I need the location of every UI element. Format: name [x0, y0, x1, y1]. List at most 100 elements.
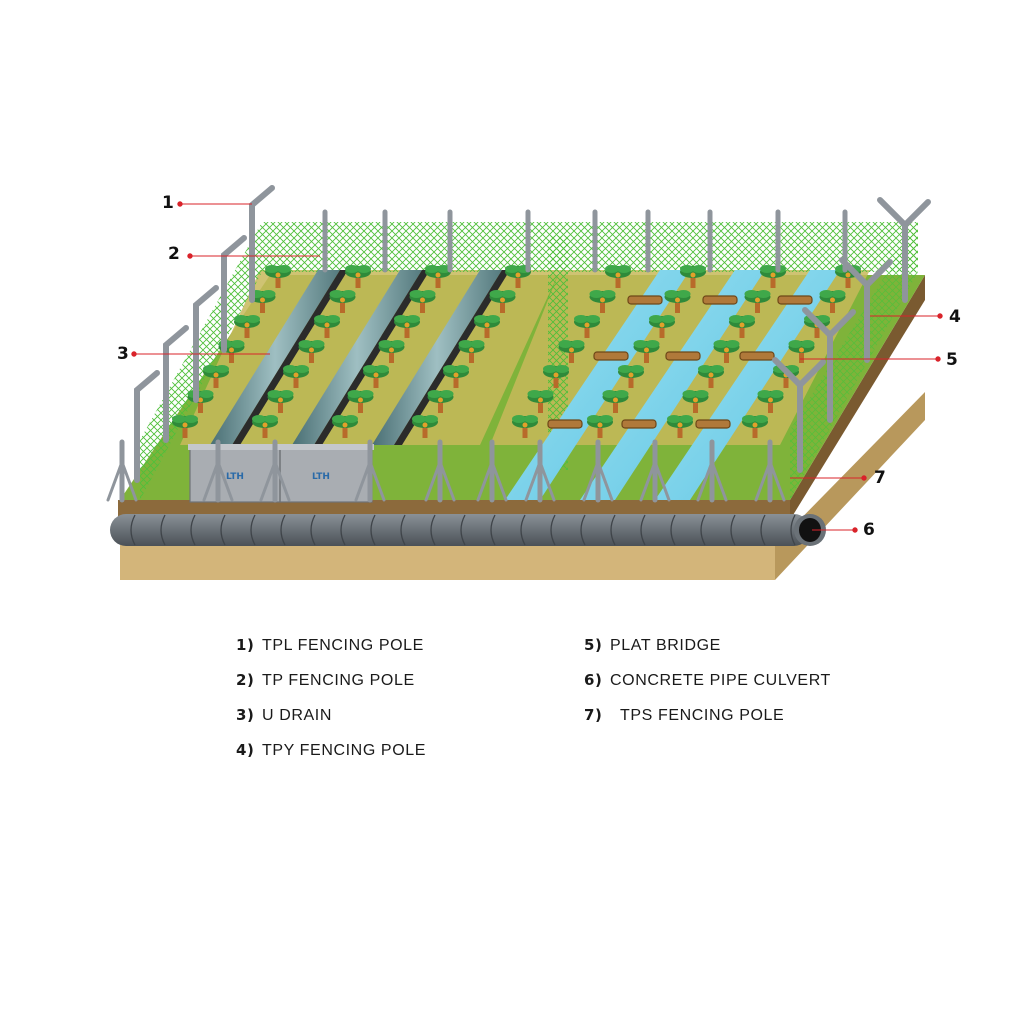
brand-logo-right: LTH: [312, 472, 330, 482]
back-fence-mesh: [140, 222, 918, 500]
pipe-segment-joint: [610, 514, 616, 546]
palm-tree: [332, 415, 358, 438]
palm-tree: [742, 415, 768, 438]
legend-label: CONCRETE PIPE CULVERT: [610, 672, 831, 689]
tps-fencing-pole: [202, 439, 234, 503]
legend-item: 6) CONCRETE PIPE CULVERT: [584, 671, 831, 706]
palm-tree: [172, 415, 198, 438]
palm-tree: [819, 290, 846, 313]
pipe-segment-joint: [760, 514, 766, 546]
palm-tree: [649, 315, 675, 338]
tpy-fencing-poles: [772, 197, 931, 473]
plat-bridges: [547, 295, 813, 429]
pipe-segment-joint: [580, 514, 586, 546]
pipe-segment-joint: [310, 514, 316, 546]
pipe-segment-joint: [790, 514, 796, 546]
tps-fencing-pole: [354, 439, 386, 503]
legend-item: 2) TP FENCING POLE: [236, 671, 426, 706]
pipe-segment-joint: [130, 514, 136, 546]
palm-tree: [757, 390, 784, 413]
pipe-segment-joint: [460, 514, 466, 546]
callout-3: 3: [117, 344, 129, 364]
palm-tree: [474, 315, 500, 338]
palm-tree: [698, 365, 724, 388]
callout-leader: [131, 351, 270, 357]
palm-tree: [443, 365, 469, 388]
legend-number: 4): [236, 741, 255, 759]
concrete-pipe-culvert: [110, 514, 826, 546]
pipe-segment-joint: [700, 514, 706, 546]
palm-tree: [265, 265, 291, 288]
callout-leader: [790, 475, 867, 481]
legend-label: TP FENCING POLE: [262, 672, 415, 689]
legend-item: 5) PLAT BRIDGE: [584, 636, 831, 671]
pipe-segment-joint: [490, 514, 496, 546]
palm-tree: [605, 265, 631, 288]
tps-fencing-pole: [424, 439, 456, 503]
tps-fencing-pole: [524, 439, 556, 503]
callout-4: 4: [949, 307, 961, 327]
palm-tree: [633, 340, 660, 363]
tps-fencing-pole: [754, 439, 786, 503]
callout-leader: [812, 527, 858, 533]
pipe-segment-joint: [190, 514, 196, 546]
palm-tree: [252, 415, 278, 438]
callout-leader: [870, 313, 943, 319]
palm-tree: [329, 290, 356, 313]
pipe-segment-joint: [220, 514, 226, 546]
pipe-segment-joint: [640, 514, 646, 546]
palm-tree: [298, 340, 325, 363]
legend-item: 1) TPL FENCING POLE: [236, 636, 426, 671]
callout-leader: [800, 356, 941, 362]
palm-tree: [788, 340, 815, 363]
tps-fencing-pole: [639, 439, 671, 503]
pipe-segment-joint: [280, 514, 286, 546]
pipe-segment-joint: [430, 514, 436, 546]
palm-tree: [347, 390, 374, 413]
pipe-segment-joint: [370, 514, 376, 546]
palm-tree: [744, 290, 771, 313]
callout-7: 7: [874, 468, 886, 488]
palm-tree: [345, 265, 371, 288]
palm-tree: [589, 290, 616, 313]
fence-poles: [106, 209, 848, 503]
palm-tree: [729, 315, 755, 338]
palm-tree: [363, 365, 389, 388]
legend-label: U DRAIN: [262, 707, 332, 724]
legend-number: 3): [236, 706, 255, 724]
palm-tree: [527, 390, 554, 413]
callout-6: 6: [863, 520, 875, 540]
legend-label: PLAT BRIDGE: [610, 637, 721, 654]
legend-item: 3) U DRAIN: [236, 706, 426, 741]
legend-label: TPY FENCING POLE: [262, 742, 427, 759]
pipe-segment-joint: [520, 514, 526, 546]
palm-tree: [587, 415, 613, 438]
legend-number: 7): [584, 706, 603, 724]
legend-label: TPL FENCING POLE: [262, 637, 424, 654]
callout-leader: [177, 201, 252, 207]
legend-number: 5): [584, 636, 603, 654]
palm-tree: [489, 290, 516, 313]
tps-fencing-pole: [106, 439, 138, 503]
tps-fencing-pole: [259, 439, 291, 503]
legend-number: 1): [236, 636, 255, 654]
tpl-fencing-poles: [134, 185, 275, 483]
palm-tree: [283, 365, 309, 388]
palm-tree: [574, 315, 600, 338]
palm-tree: [512, 415, 538, 438]
palm-tree: [602, 390, 629, 413]
palm-tree: [234, 315, 260, 338]
palm-tree: [667, 415, 693, 438]
palm-tree: [314, 315, 340, 338]
palm-tree: [378, 340, 405, 363]
palm-tree: [203, 365, 229, 388]
palm-tree: [558, 340, 585, 363]
palm-tree: [412, 415, 438, 438]
pipe-segment-joint: [250, 514, 256, 546]
brand-logo-left: LTH: [226, 472, 244, 482]
palm-tree: [458, 340, 485, 363]
legend-left-column: 1) TPL FENCING POLE 2) TP FENCING POLE 3…: [236, 636, 426, 776]
pipe-segment-joint: [670, 514, 676, 546]
palm-tree: [664, 290, 691, 313]
